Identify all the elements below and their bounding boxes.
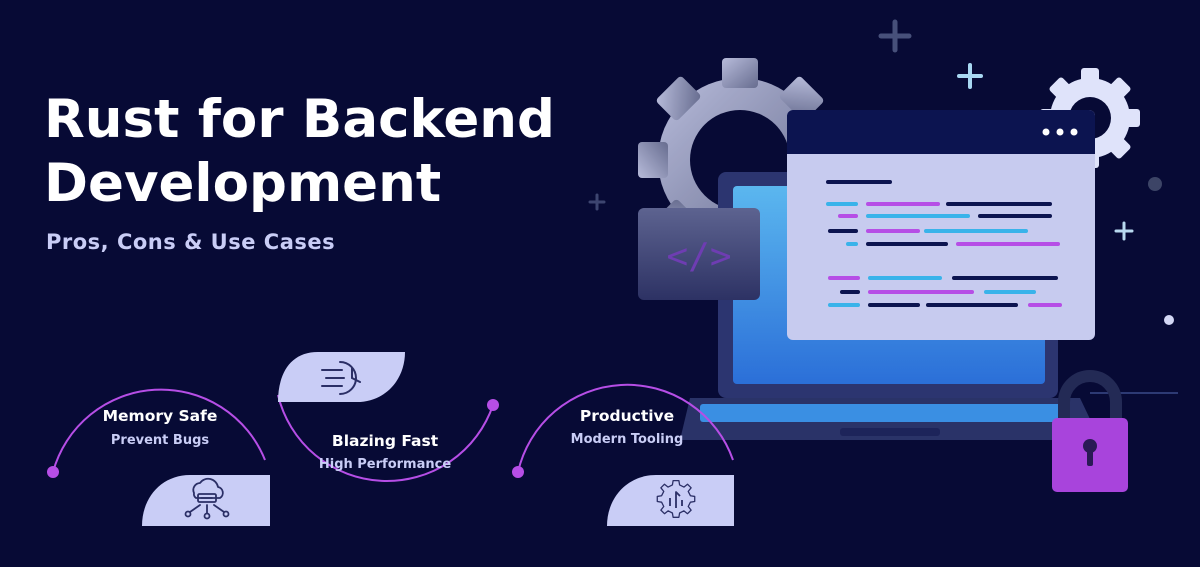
page-title: Rust for Backend Development [44, 88, 555, 216]
feature-title: Blazing Fast [331, 432, 439, 450]
title-line: Rust for Backend [44, 89, 555, 150]
gear-tool-icon [656, 479, 696, 518]
plus-icon [1114, 221, 1134, 241]
fast-clock-icon [321, 361, 361, 395]
lock-icon [1052, 370, 1128, 492]
feature-title: Productive [579, 407, 675, 425]
dot-decoration [487, 399, 499, 411]
dot-decoration [512, 466, 524, 478]
feature-subtitle: Modern Tooling [570, 432, 684, 447]
dot-decoration [1148, 177, 1162, 191]
dot-decoration [1164, 315, 1174, 325]
title-line: Development [44, 153, 442, 214]
plus-icon [588, 193, 606, 211]
browser-window [787, 110, 1095, 340]
arc-decoration [277, 394, 494, 483]
svg-text:</>: </> [666, 236, 731, 277]
feature-title: Memory Safe [102, 407, 218, 425]
page-subtitle: Pros, Cons & Use Cases [46, 230, 336, 254]
icon-card [142, 475, 270, 526]
arc-decoration [517, 383, 734, 473]
feature-subtitle: High Performance [318, 457, 452, 472]
dot-decoration [47, 466, 59, 478]
cloud-network-icon [184, 477, 230, 520]
code-panel: </> [638, 208, 760, 300]
arc-decoration [52, 388, 266, 473]
feature-subtitle: Prevent Bugs [110, 433, 210, 448]
plus-icon [957, 63, 983, 89]
plus-icon [878, 19, 912, 53]
